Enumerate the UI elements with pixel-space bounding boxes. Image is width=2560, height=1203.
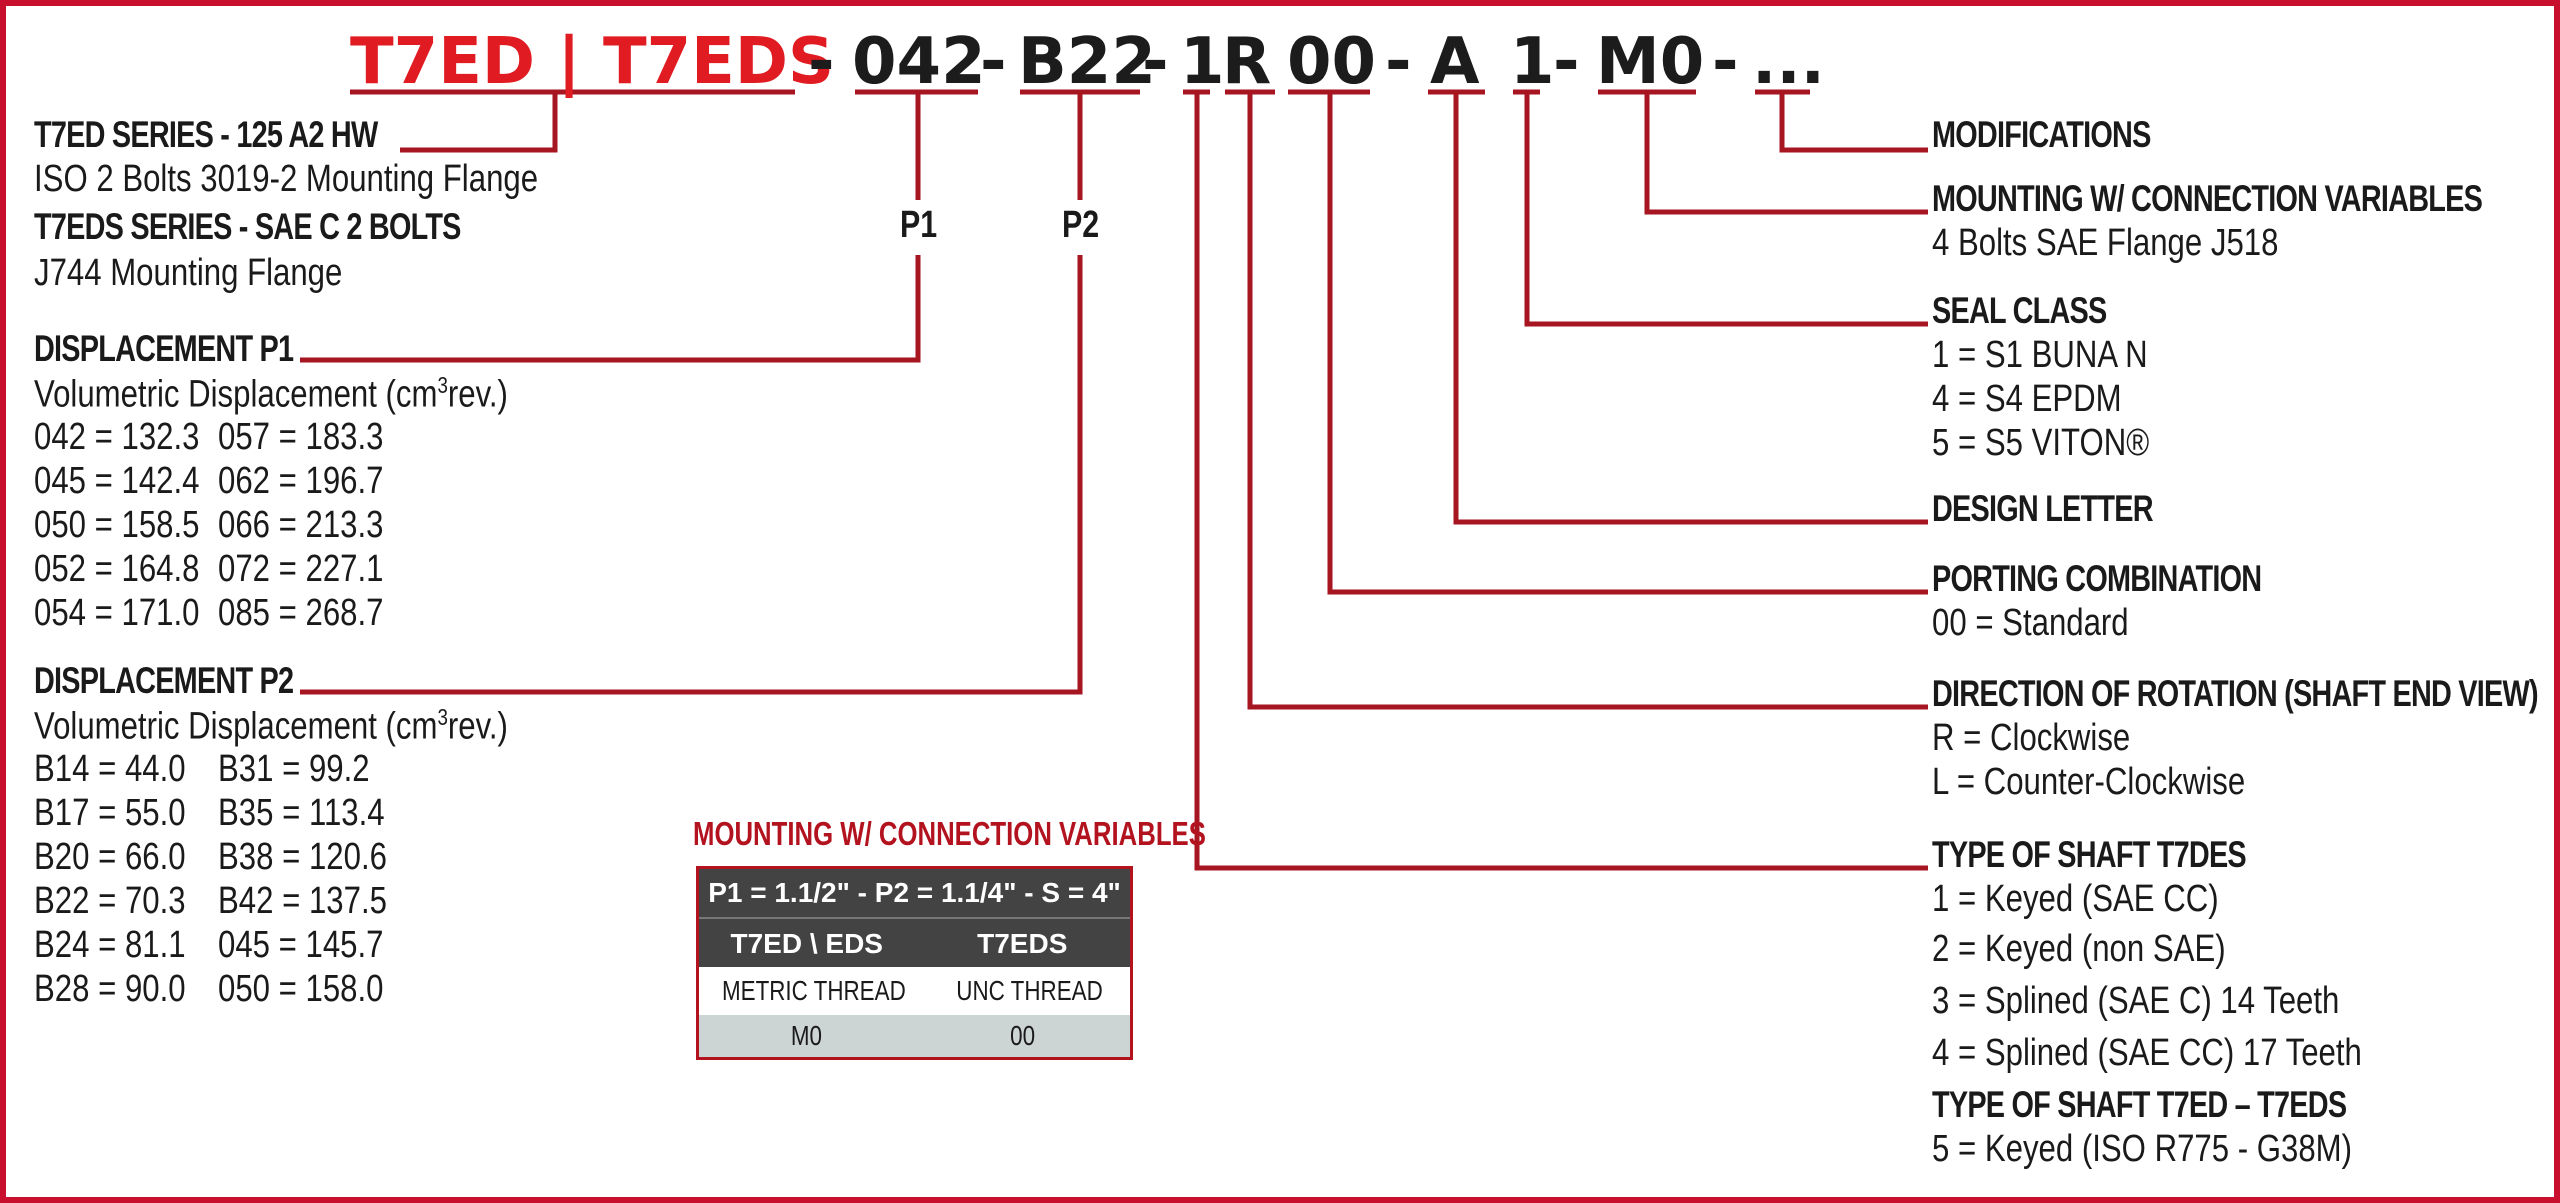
- code-sep-6: -: [1712, 25, 1739, 99]
- seal-option-5: 5 = S5 VITON®: [1932, 422, 2150, 464]
- code-porting: 00: [1287, 25, 1377, 99]
- code-p2: B22: [1018, 25, 1156, 99]
- code-rotation: R: [1222, 25, 1272, 99]
- list-item: B24 = 81.1: [34, 924, 186, 966]
- list-item: 062 = 196.7: [218, 460, 384, 502]
- list-item: 050 = 158.0: [218, 968, 384, 1010]
- line-shaft: [1194, 92, 1928, 871]
- code-brand: T7ED | T7EDS: [350, 25, 835, 99]
- porting-desc: 00 = Standard: [1932, 602, 2129, 644]
- shaft-option-4: 4 = Splined (SAE CC) 17 Teeth: [1932, 1032, 2362, 1074]
- table-row: METRIC THREAD UNC THREAD: [699, 967, 1130, 1015]
- line-porting: [1327, 92, 1928, 595]
- line-series: [400, 92, 558, 153]
- list-item: B22 = 70.3: [34, 880, 186, 922]
- seal-option-4: 4 = S4 EPDM: [1932, 378, 2122, 420]
- seal-class-title: SEAL CLASS: [1932, 290, 2107, 331]
- code-sep-2: -: [980, 25, 1007, 99]
- code-seal: 1: [1510, 25, 1555, 99]
- list-item: 072 = 227.1: [218, 548, 384, 590]
- t7eds-series-desc: J744 Mounting Flange: [34, 252, 343, 294]
- rotation-counter: L = Counter-Clockwise: [1932, 761, 2246, 803]
- line-mods: [1779, 92, 1928, 153]
- list-item: 050 = 158.5: [34, 504, 200, 546]
- mounting-title: MOUNTING W/ CONNECTION VARIABLES: [1932, 178, 2483, 219]
- list-item: B38 = 120.6: [218, 836, 387, 878]
- list-item: B14 = 44.0: [34, 748, 186, 790]
- list-item: B35 = 113.4: [218, 792, 385, 834]
- t7eds-series-title: T7EDS SERIES - SAE C 2 BOLTS: [34, 206, 461, 247]
- code-shaft: 1: [1180, 25, 1225, 99]
- list-item: B28 = 90.0: [34, 968, 186, 1010]
- shaft-option-3: 3 = Splined (SAE C) 14 Teeth: [1932, 980, 2340, 1022]
- code-sep-3: -: [1142, 25, 1169, 99]
- shaft-t7ed-t7eds-title: TYPE OF SHAFT T7ED – T7EDS: [1932, 1084, 2347, 1125]
- mounting-table-header: P1 = 1.1/2" - P2 = 1.1/4" - S = 4": [699, 869, 1130, 917]
- code-mods: ...: [1752, 25, 1825, 99]
- displacement-p2-title: DISPLACEMENT P2: [34, 660, 294, 701]
- line-design: [1453, 92, 1928, 525]
- displacement-p1-title: DISPLACEMENT P1: [34, 328, 294, 369]
- porting-title: PORTING COMBINATION: [1932, 558, 2262, 599]
- list-item: 054 = 171.0: [34, 592, 200, 634]
- p1-label: P1: [900, 204, 938, 246]
- t7ed-series-title: T7ED SERIES - 125 A2 HW: [34, 114, 378, 155]
- code-design: A: [1430, 25, 1480, 99]
- list-item: 085 = 268.7: [218, 592, 384, 634]
- list-item: 042 = 132.3: [34, 416, 200, 458]
- displacement-p2-subtitle: Volumetric Displacement (cm3rev.): [34, 704, 508, 748]
- modifications-title: MODIFICATIONS: [1932, 114, 2151, 155]
- shaft-t7des-title: TYPE OF SHAFT T7DES: [1932, 834, 2247, 875]
- list-item: 045 = 142.4: [34, 460, 200, 502]
- code-sep-4: -: [1385, 25, 1412, 99]
- mounting-table: P1 = 1.1/2" - P2 = 1.1/4" - S = 4" T7ED …: [696, 866, 1133, 1060]
- list-item: B42 = 137.5: [218, 880, 387, 922]
- shaft-option-5: 5 = Keyed (ISO R775 - G38M): [1932, 1128, 2352, 1170]
- t7ed-series-desc: ISO 2 Bolts 3019-2 Mounting Flange: [34, 158, 539, 200]
- list-item: 057 = 183.3: [218, 416, 384, 458]
- line-p1: [300, 255, 921, 363]
- line-seal: [1524, 92, 1928, 327]
- col-t7eds: T7EDS: [977, 928, 1068, 959]
- shaft-option-1: 1 = Keyed (SAE CC): [1932, 878, 2219, 920]
- line-mounting: [1644, 92, 1928, 215]
- code-sep-1: -: [808, 25, 835, 99]
- col-t7ed-eds: T7ED \ EDS: [730, 928, 883, 959]
- code-sep-5: -: [1553, 25, 1580, 99]
- line-rotation: [1247, 92, 1928, 710]
- list-item: 045 = 145.7: [218, 924, 384, 966]
- code-p1: 042: [852, 25, 986, 99]
- shaft-option-2: 2 = Keyed (non SAE): [1932, 928, 2226, 970]
- table-row: M0 00: [699, 1015, 1130, 1057]
- rotation-title: DIRECTION OF ROTATION (SHAFT END VIEW): [1932, 673, 2539, 714]
- p2-label: P2: [1062, 204, 1100, 246]
- displacement-p1-subtitle: Volumetric Displacement (cm3rev.): [34, 372, 508, 416]
- list-item: B31 = 99.2: [218, 748, 370, 790]
- seal-option-1: 1 = S1 BUNA N: [1932, 334, 2148, 376]
- mounting-desc: 4 Bolts SAE Flange J518: [1932, 222, 2279, 264]
- list-item: B17 = 55.0: [34, 792, 186, 834]
- mounting-table-columns: T7ED \ EDS T7EDS: [699, 917, 1130, 969]
- mounting-table-title: MOUNTING W/ CONNECTION VARIABLES: [693, 815, 1206, 852]
- design-letter-title: DESIGN LETTER: [1932, 488, 2154, 529]
- list-item: 066 = 213.3: [218, 504, 384, 546]
- list-item: 052 = 164.8: [34, 548, 200, 590]
- rotation-clockwise: R = Clockwise: [1932, 717, 2131, 759]
- line-p2: [300, 255, 1083, 695]
- code-mounting: M0: [1596, 25, 1705, 99]
- list-item: B20 = 66.0: [34, 836, 186, 878]
